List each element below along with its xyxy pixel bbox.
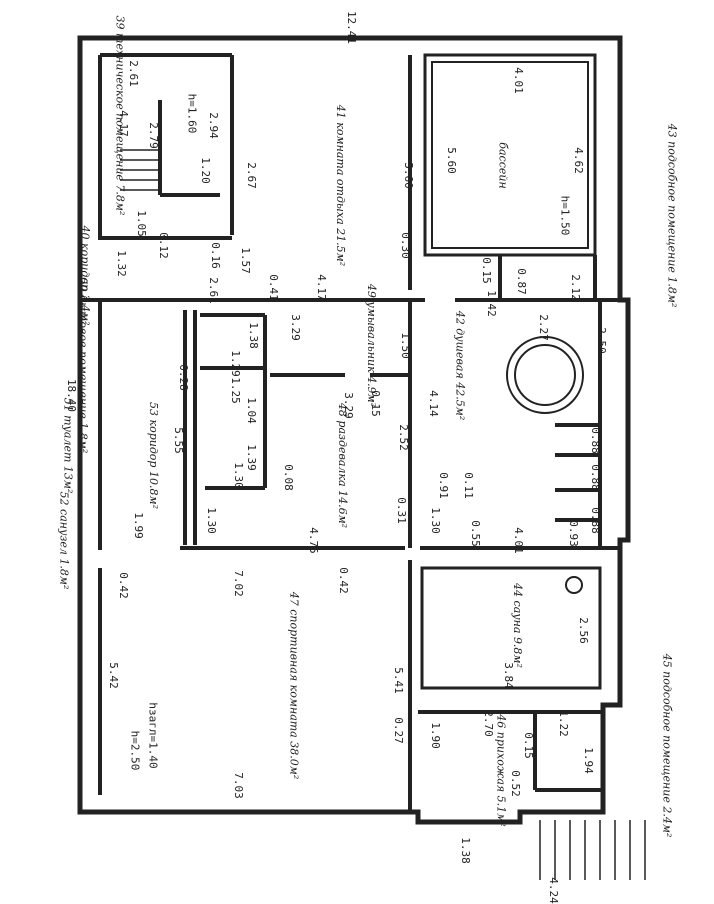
dim-329a: 3.29 <box>288 314 302 341</box>
room-46-label: 46 прихожая 5.1м² <box>494 714 508 827</box>
dim-401b: 4.01 <box>511 527 525 554</box>
dim-091: 0.91 <box>436 472 450 499</box>
dim-199: 1.99 <box>131 512 145 539</box>
dim-190: 1.90 <box>428 722 442 749</box>
dim-560a: 5.60 <box>401 162 415 189</box>
dim-088a: 0.88 <box>588 427 602 454</box>
dim-bottom: 4.24 <box>546 877 560 904</box>
dim-030: 0.30 <box>398 232 412 259</box>
dim-087: 0.87 <box>514 268 528 295</box>
room-50-label: 50 бытовое помещение 1.8м² <box>76 277 90 454</box>
walls <box>77 35 631 825</box>
dim-212: 2.12 <box>568 274 582 301</box>
dim-542: 5.42 <box>106 662 120 689</box>
dim-028: 0.28 <box>176 364 190 391</box>
dim-270: 2.70 <box>481 710 495 737</box>
dim-138b: 1.38 <box>458 837 472 864</box>
dim-104: 1.04 <box>244 397 258 424</box>
room-43-label: 43 подсобное помещение 1.8м² <box>665 123 679 308</box>
dim-top: 12.41 <box>345 10 359 45</box>
dim-052: 0.52 <box>508 770 522 797</box>
room-44-label: 44 сауна 9.8м² <box>510 583 524 668</box>
dim-150: 1.50 <box>398 332 412 359</box>
dim-055: 0.55 <box>468 520 482 547</box>
dim-139: 1.39 <box>244 444 258 471</box>
room-42-label: 42 душевая 42.5м² <box>453 310 467 421</box>
dim-414: 4.14 <box>426 390 440 417</box>
sport-height: h=2.50 <box>128 730 142 771</box>
dim-left-total: 18.40 <box>65 378 79 413</box>
dim-417-top: 4.17 <box>116 110 130 137</box>
dim-401a: 4.01 <box>511 67 525 94</box>
dim-088c: 0.88 <box>588 507 602 534</box>
dim-008: 0.08 <box>281 464 295 491</box>
dim-250a: 2.50 <box>594 327 608 354</box>
dim-011: 0.11 <box>461 472 475 499</box>
dim-088b: 0.88 <box>588 464 602 491</box>
pool-shower-circle <box>506 336 584 594</box>
pool-label: бассейн <box>496 142 510 189</box>
dim-294: 2.94 <box>206 112 220 139</box>
dim-027: 0.27 <box>391 717 405 744</box>
dim-015c: 0.15 <box>521 732 535 759</box>
room-49-label: 49 умывальник 4.9м² <box>365 283 379 408</box>
dim-138: 1.38 <box>246 322 260 349</box>
dim-130c: 1.30 <box>428 507 442 534</box>
dim-120: 1.20 <box>198 157 212 184</box>
stairs <box>120 149 646 880</box>
dim-012: 0.12 <box>156 232 170 259</box>
dim-462: 4.62 <box>571 147 585 174</box>
dim-142: 1.42 <box>484 290 498 317</box>
room-41-label: 41 комната отдыха 21.5м² <box>334 104 348 267</box>
pool-depth: h=1.50 <box>558 195 572 236</box>
dim-125: 1.25 <box>228 377 242 404</box>
dim-417b: 4.17 <box>314 274 328 301</box>
dim-261-top: 2.61 <box>126 60 140 87</box>
dim-555: 5.55 <box>171 427 185 454</box>
room-45-label: 45 подсобное помещение 2.4м² <box>660 653 674 838</box>
dim-560b: 5.60 <box>444 147 458 174</box>
dim-042a: 0.42 <box>116 572 130 599</box>
dim-252: 2.52 <box>396 424 410 451</box>
floor-height: hзагл=1.40 <box>146 702 160 769</box>
dim-261b: 2.61 <box>206 277 220 304</box>
dim-015b: 0.15 <box>368 390 382 417</box>
dim-042b: 0.42 <box>336 567 350 594</box>
dim-132: 1.32 <box>114 250 128 277</box>
dim-157: 1.57 <box>238 247 252 274</box>
dim-105: 1.05 <box>134 210 148 237</box>
dim-130a: 1.30 <box>231 462 245 489</box>
tech-height: h=1.60 <box>185 93 199 134</box>
dim-129: 1.29 <box>228 350 242 377</box>
dim-541: 5.41 <box>391 667 405 694</box>
dim-703: 7.03 <box>231 772 245 799</box>
dim-015a: 0.15 <box>479 257 493 284</box>
room-52-label: 52 санузел 1.8м² <box>57 491 71 590</box>
dim-267: 2.67 <box>244 162 258 189</box>
dim-475: 4.75 <box>306 527 320 554</box>
dim-329b: 3.29 <box>341 392 355 419</box>
dim-384: 3.84 <box>501 662 515 689</box>
dim-031: 0.31 <box>394 497 408 524</box>
dim-702a: 7.02 <box>231 570 245 597</box>
dim-041: 0.41 <box>266 274 280 301</box>
dim-122: 1.22 <box>556 710 570 737</box>
dim-093: 0.93 <box>566 520 580 547</box>
room-53-label: 53 коридор 10.8м² <box>146 402 160 509</box>
dim-130b: 1.30 <box>204 507 218 534</box>
dim-016: 0.16 <box>208 242 222 269</box>
dim-194: 1.94 <box>581 747 595 774</box>
dim-227: 2.27 <box>536 314 550 341</box>
room-47-label: 47 спортивная комната 38.0м² <box>287 591 301 780</box>
dim-256: 2.56 <box>576 617 590 644</box>
dim-279: 2.79 <box>146 122 160 149</box>
room-48-label: 48 раздевалка 14.6м² <box>336 402 350 529</box>
